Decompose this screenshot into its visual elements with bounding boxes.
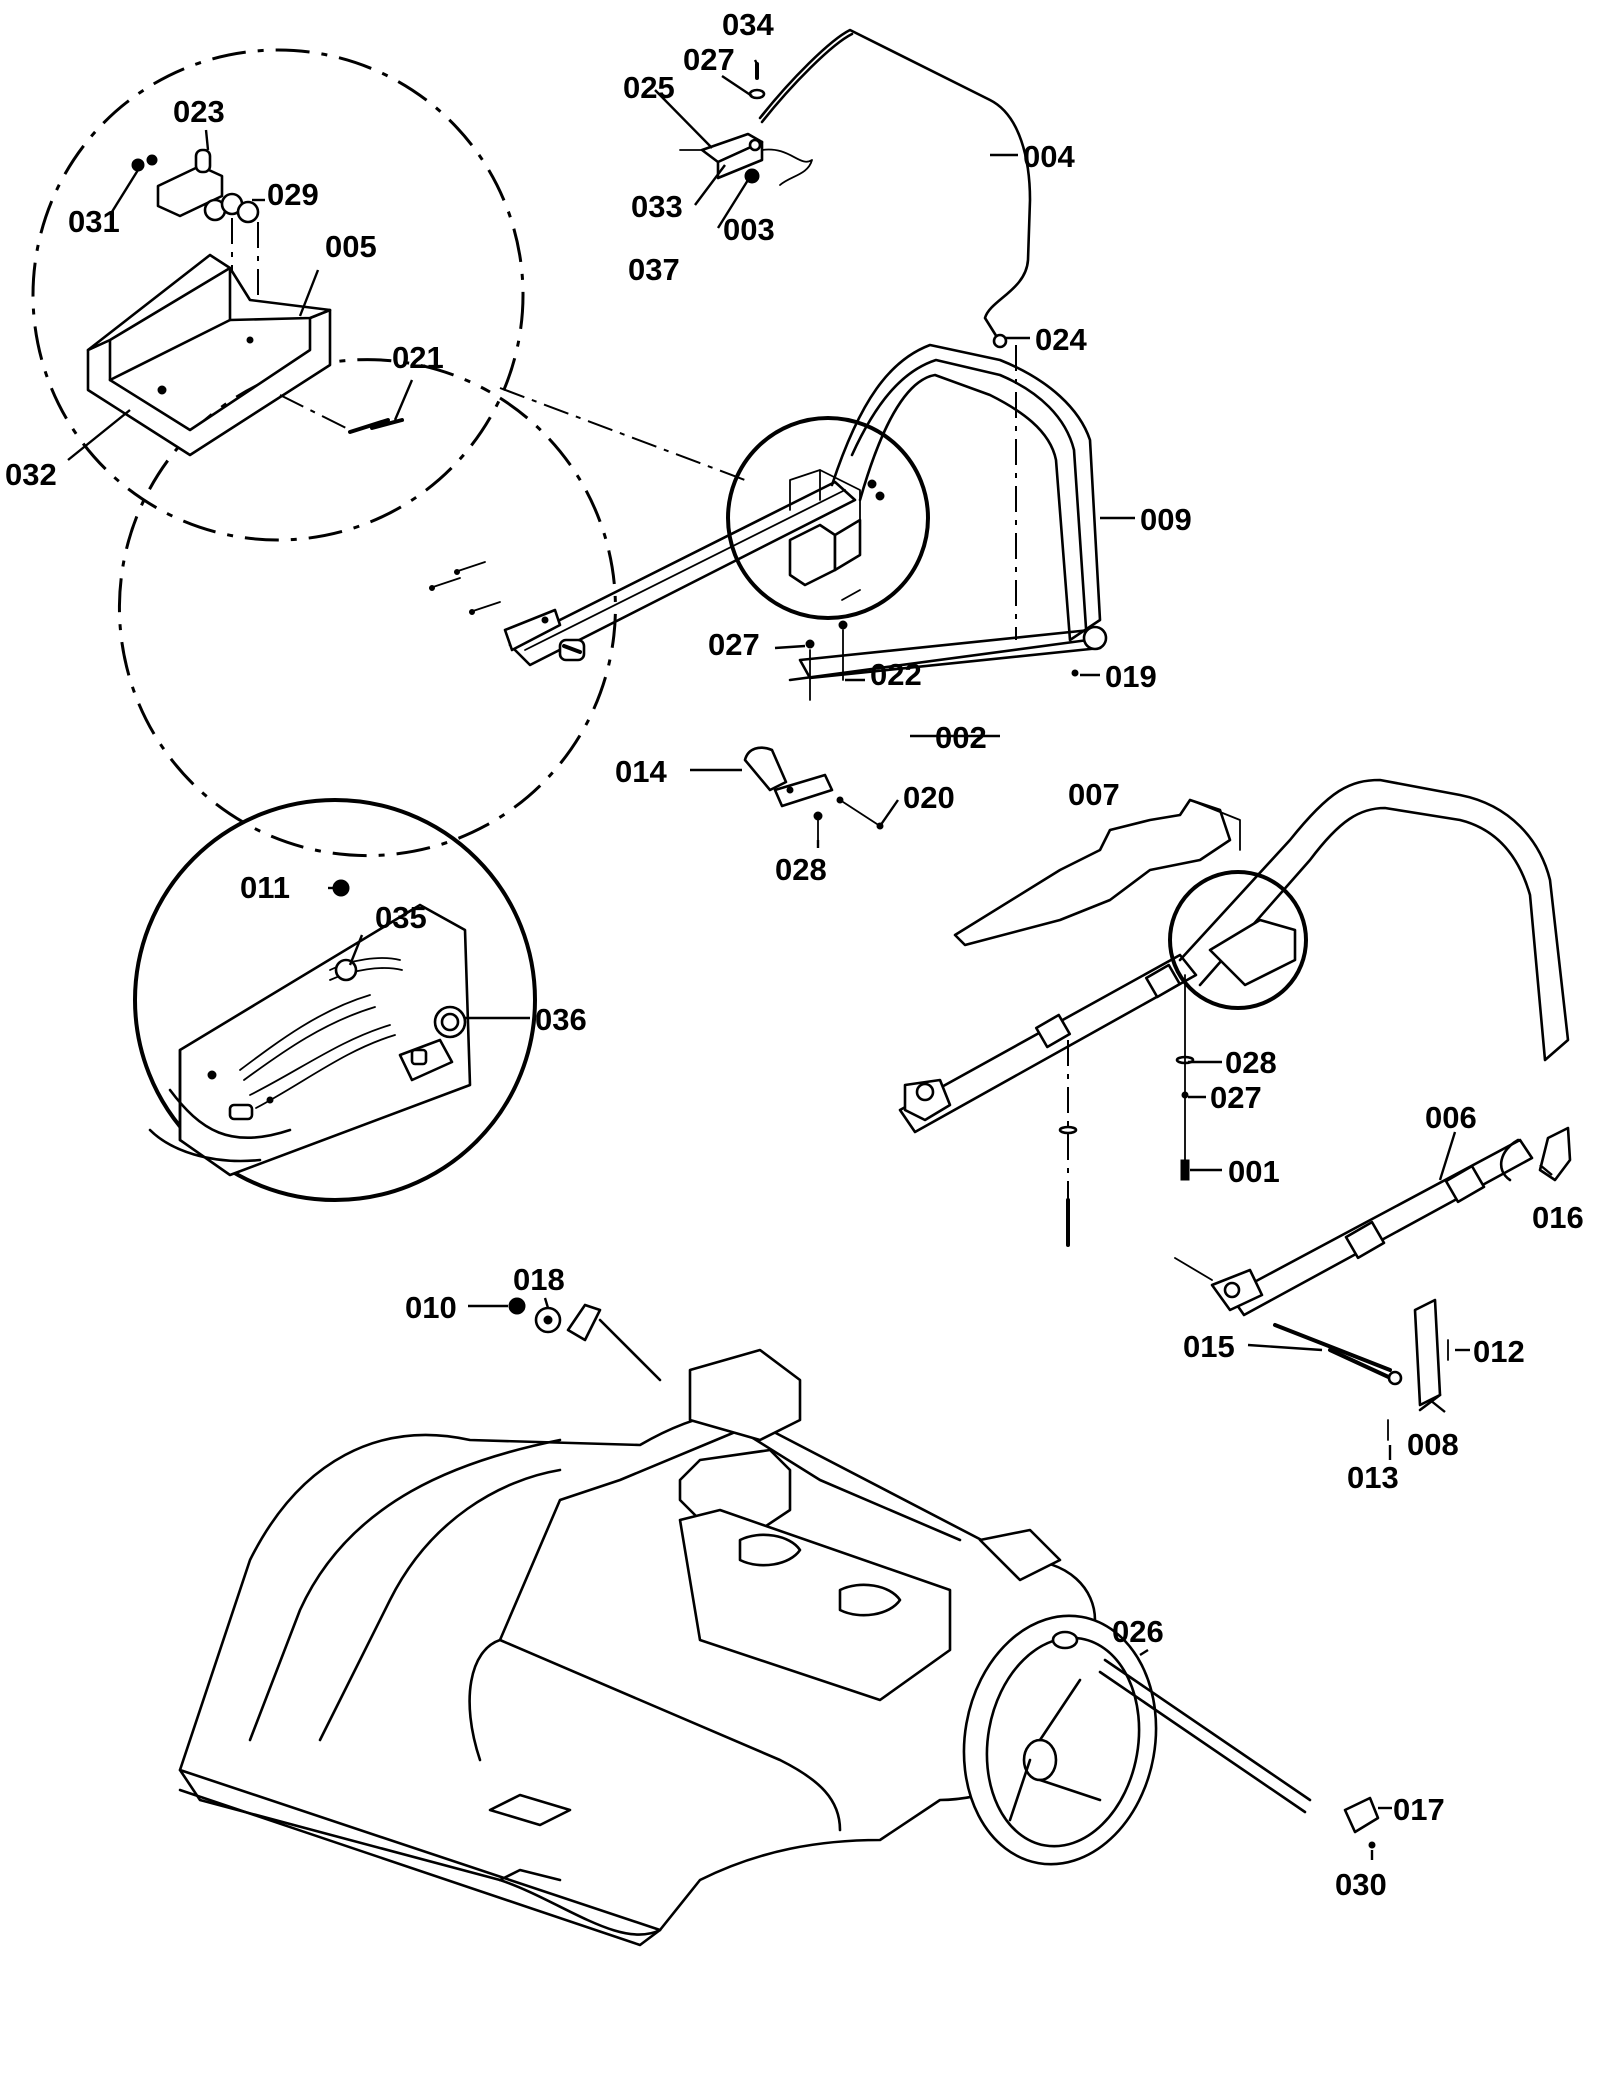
hose-part — [953, 798, 1232, 947]
part-label: 028 — [1225, 1045, 1277, 1080]
detail-view-wiring — [133, 798, 537, 1202]
part-label: 025 — [623, 70, 675, 105]
part-label: 010 — [405, 1290, 457, 1325]
part-label: 011 — [240, 870, 290, 905]
part-labels: 034 027 025 004 033 003 037 023 029 031 … — [5, 7, 1584, 1902]
bracket-tray — [86, 253, 332, 457]
part-label: 023 — [173, 94, 225, 129]
part-label: 018 — [513, 1262, 565, 1297]
part-label: 012 — [1473, 1334, 1525, 1369]
part-label: 033 — [631, 189, 683, 224]
part-label: 032 — [5, 457, 57, 492]
part-label: 013 — [1347, 1460, 1399, 1495]
part-label: 031 — [68, 204, 120, 239]
part-label: 020 — [903, 780, 955, 815]
vacuum-base — [178, 1297, 1380, 1947]
part-label: 001 — [1228, 1154, 1280, 1189]
part-label: 008 — [1407, 1427, 1459, 1462]
part-label: 016 — [1532, 1200, 1584, 1235]
part-label: 028 — [775, 852, 827, 887]
reference-line — [499, 387, 746, 481]
leader-lines — [67, 59, 1553, 1860]
part-label: 006 — [1425, 1100, 1477, 1135]
part-label: 027 — [683, 42, 735, 77]
part-label: 026 — [1112, 1614, 1164, 1649]
upper-handle-assembly — [429, 28, 1108, 841]
part-label: 029 — [267, 177, 319, 212]
part-label: 027 — [1210, 1080, 1262, 1115]
part-label: 021 — [392, 340, 444, 375]
part-label: 019 — [1105, 659, 1157, 694]
part-label: 034 — [722, 7, 774, 42]
part-label: 022 — [870, 657, 922, 692]
part-label: 037 — [628, 252, 680, 287]
part-label: 017 — [1393, 1792, 1445, 1827]
part-label: 024 — [1035, 322, 1087, 357]
part-label: 009 — [1140, 502, 1192, 537]
part-label: 014 — [615, 754, 667, 789]
part-label: 015 — [1183, 1329, 1235, 1364]
part-label: 005 — [325, 229, 377, 264]
part-label: 002 — [935, 720, 987, 755]
part-label: 030 — [1335, 1867, 1387, 1902]
part-label: 004 — [1023, 139, 1075, 174]
part-label: 007 — [1068, 777, 1120, 812]
part-label: 036 — [535, 1002, 587, 1037]
cable — [758, 28, 1032, 344]
switch-part — [131, 148, 260, 300]
part-label: 003 — [723, 212, 775, 247]
part-label: 027 — [708, 627, 760, 662]
lower-handle-assembly — [898, 778, 1572, 1441]
part-label: 035 — [375, 900, 427, 935]
detail-view-bracket — [31, 48, 617, 858]
detail-view-handle-bracket — [726, 416, 930, 620]
screw-pair — [279, 394, 404, 434]
